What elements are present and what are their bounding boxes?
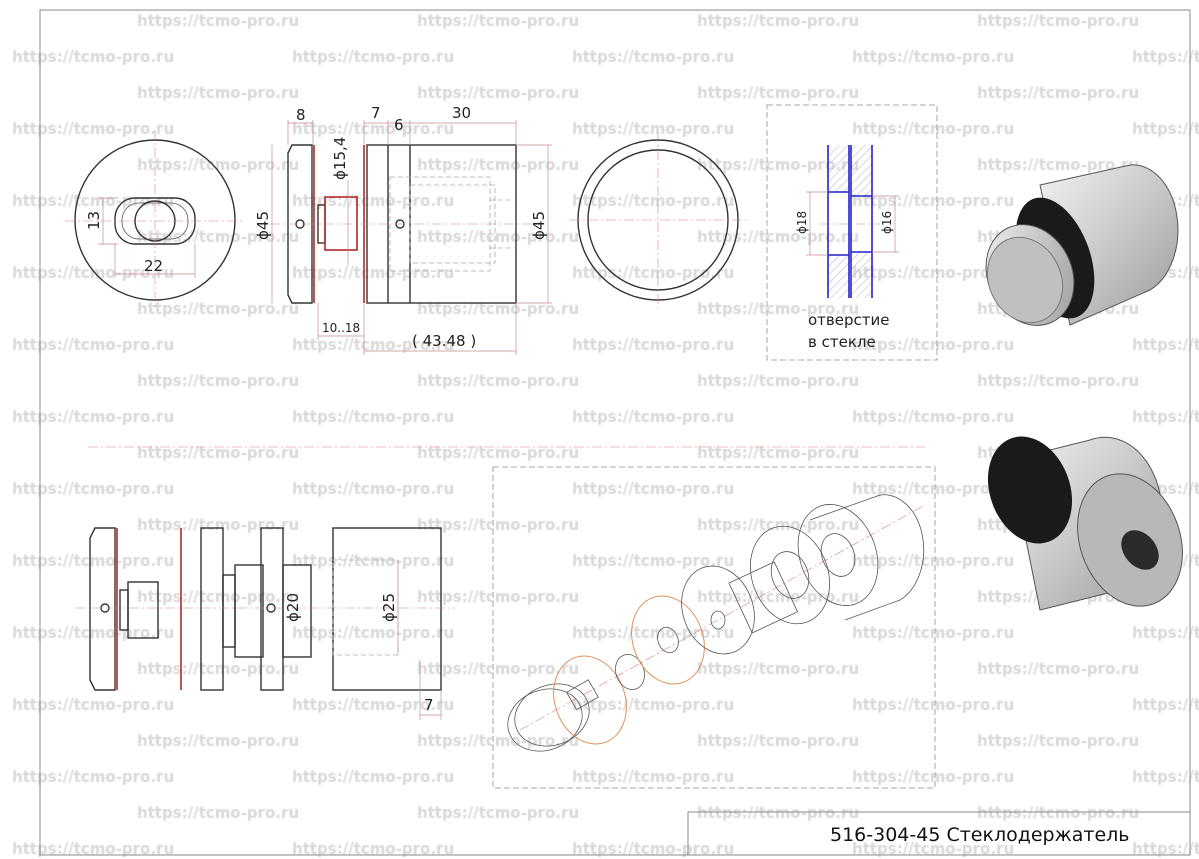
title-text: 516-304-45 Стеклодержатель <box>830 824 1129 846</box>
dim-slot-width: 22 <box>144 257 163 275</box>
dim-plate-thickness: 8 <box>296 106 306 124</box>
caption-line1: отверстие <box>808 311 889 329</box>
dim-diameter-left: ϕ45 <box>254 211 272 240</box>
glass-hole-detail: ϕ18 ϕ16 отверстие в стекле <box>766 104 938 361</box>
exploded-side-view: ϕ20 ϕ25 7 <box>75 527 455 720</box>
dim-hole-inner: ϕ16 <box>880 211 894 234</box>
dim-diameter-shaft: ϕ15,4 <box>331 137 349 180</box>
dim-total-length: ( 43.48 ) <box>412 332 476 350</box>
dim-bore-depth: 7 <box>424 696 434 714</box>
drawing-frame <box>39 9 1191 856</box>
dim-hole-outer: ϕ18 <box>795 211 809 234</box>
title-block: 516-304-45 Стеклодержатель <box>687 811 1191 856</box>
dim-diameter-right: ϕ45 <box>530 211 548 240</box>
dim-gasket: 7 <box>371 104 381 122</box>
dim-ring: 6 <box>394 116 404 134</box>
dim-bore-diameter: ϕ25 <box>380 593 398 622</box>
dim-thread-diameter: ϕ20 <box>284 593 302 622</box>
side-view: 8 7 6 30 ϕ45 ϕ15,4 ϕ45 10..18 ( 43.48 ) <box>254 104 552 355</box>
caption-line2: в стекле <box>808 333 876 351</box>
front-view: 13 22 <box>65 130 245 310</box>
exploded-isometric-view <box>492 466 936 789</box>
rear-view <box>570 132 748 308</box>
render-front-3d <box>985 164 1179 326</box>
dim-glass-thickness: 10..18 <box>322 321 360 335</box>
render-rear-3d <box>987 436 1183 611</box>
dim-slot-height: 13 <box>85 211 103 230</box>
dim-body: 30 <box>452 104 471 122</box>
